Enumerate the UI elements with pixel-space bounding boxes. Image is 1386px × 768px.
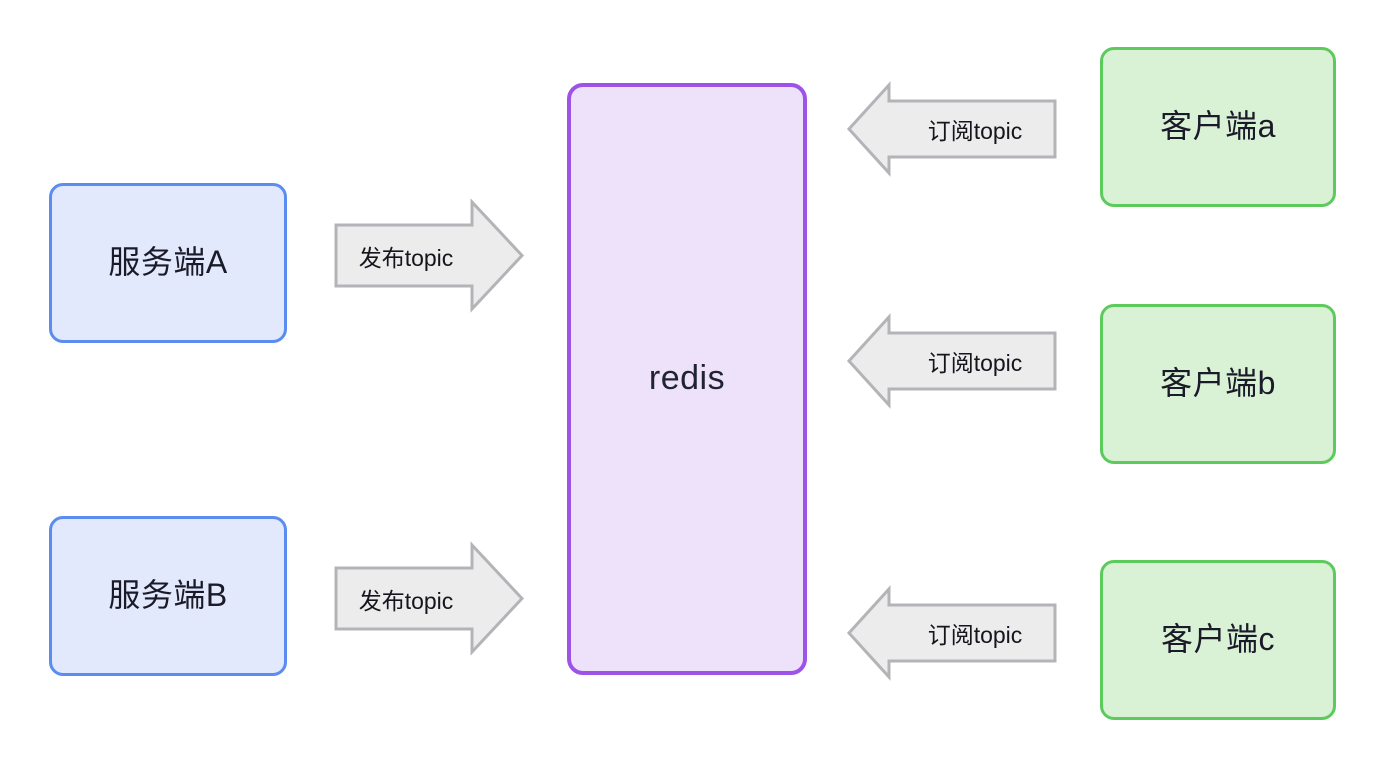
arrow-publish-a-shape [334, 198, 525, 313]
node-redis-label: redis [648, 359, 726, 398]
arrow-publish-a[interactable]: 发布topic [333, 198, 525, 313]
node-client-a-label: 客户端a [1160, 108, 1276, 145]
arrow-publish-b[interactable]: 发布topic [333, 541, 525, 656]
arrow-subscribe-b-shape [846, 313, 1057, 409]
node-client-c-label: 客户端c [1160, 621, 1275, 658]
node-server-a[interactable]: 服务端A [49, 183, 287, 343]
arrow-subscribe-a[interactable]: 订阅topic [846, 81, 1058, 177]
node-client-a[interactable]: 客户端a [1100, 47, 1336, 207]
arrow-publish-b-shape [334, 541, 525, 656]
node-redis-broker[interactable]: redis [567, 83, 807, 675]
arrow-subscribe-b[interactable]: 订阅topic [846, 313, 1058, 409]
node-server-b-label: 服务端B [108, 577, 228, 614]
node-server-b[interactable]: 服务端B [49, 516, 287, 676]
node-server-a-label: 服务端A [108, 244, 228, 281]
arrow-subscribe-a-shape [846, 81, 1057, 177]
node-client-b-label: 客户端b [1160, 365, 1276, 402]
node-client-b[interactable]: 客户端b [1100, 304, 1336, 464]
arrow-subscribe-c-shape [846, 585, 1057, 681]
node-client-c[interactable]: 客户端c [1100, 560, 1336, 720]
arrow-subscribe-c[interactable]: 订阅topic [846, 585, 1058, 681]
